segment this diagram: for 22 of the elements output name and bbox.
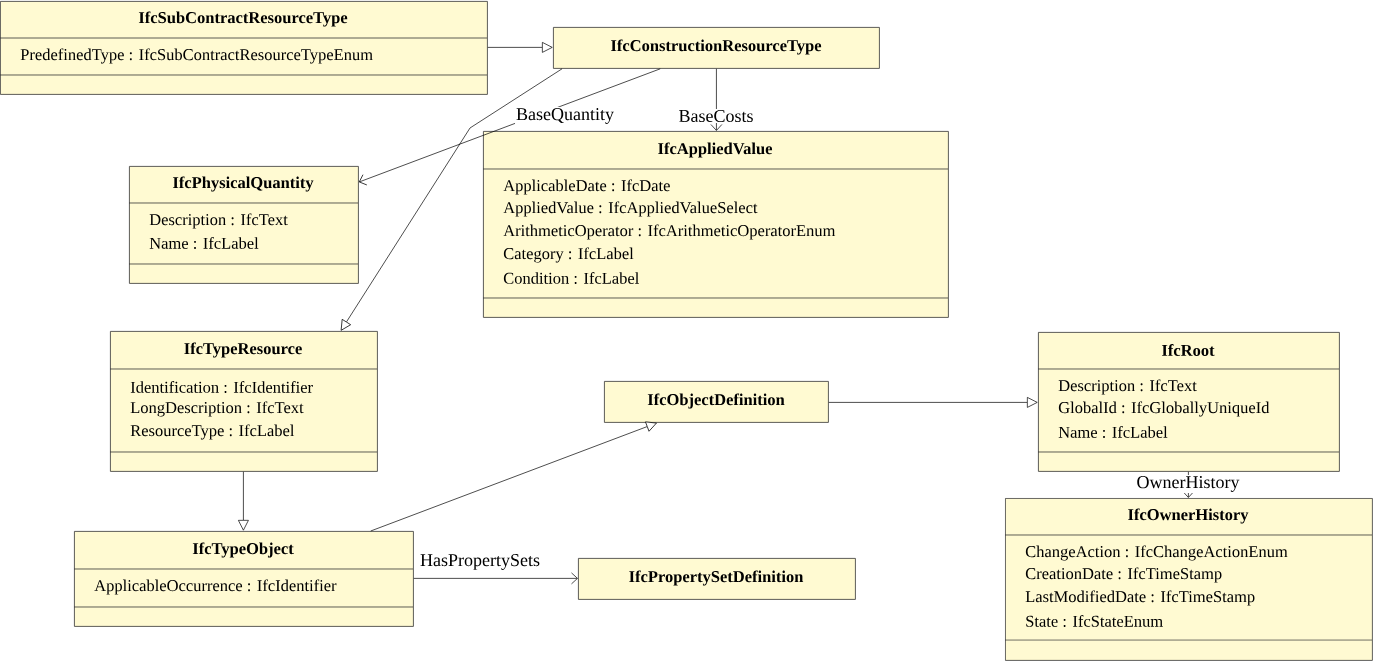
class-box: IfcTypeResource Identification : IfcIdentifier LongDescription : IfcText ResourceType : IfcLabel: [109, 331, 378, 472]
class-box: IfcSubContractResourceType PredefinedType : IfcSubContractResourceTypeEnum: [0, 1, 488, 95]
arrow: [370, 421, 657, 532]
arrow: [340, 68, 563, 331]
class-box: IfcTypeObject ApplicableOccurrence : IfcIdentifier: [73, 531, 414, 627]
class-box: IfcRoot Description : IfcText GlobalId : IfcGloballyUniqueId Name : IfcLabel: [1037, 332, 1340, 472]
edge-label: HasPropertySets: [419, 553, 541, 571]
arrow: [487, 42, 553, 53]
arrow: [238, 471, 249, 531]
class-box: IfcAppliedValue ApplicableDate : IfcDate AppliedValue : IfcAppliedValueSelect ArithmeticOperator : IfcArithmeticOperatorEnum Category : IfcLabel Condition : IfcLabel: [482, 131, 949, 318]
class-box: IfcConstructionResourceType: [553, 27, 880, 69]
arrow: [1182, 471, 1195, 498]
class-box: IfcOwnerHistory ChangeAction : IfcChangeActionEnum CreationDate : IfcTimeStamp LastModifiedDate : IfcTimeStamp State : IfcStateEnum: [1004, 498, 1373, 661]
class-box: IfcPhysicalQuantity Description : IfcText Name : IfcLabel: [128, 166, 359, 284]
arrow: [828, 397, 1038, 408]
arrow: [710, 68, 723, 131]
edge-label: BaseQuantity: [515, 107, 615, 125]
edge-label: OwnerHistory: [1135, 475, 1241, 493]
arrow: [413, 572, 578, 585]
edge-label: BaseCosts: [677, 108, 755, 124]
class-box: IfcPropertySetDefinition: [578, 558, 856, 600]
class-box: IfcObjectDefinition: [604, 381, 829, 423]
